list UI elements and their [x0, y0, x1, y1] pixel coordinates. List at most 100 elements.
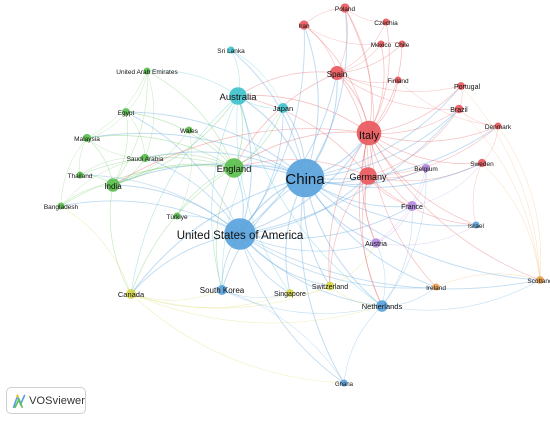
- node-uae[interactable]: [143, 67, 151, 75]
- edge-sweden-israel: [472, 162, 483, 226]
- node-turkiye[interactable]: [173, 212, 181, 220]
- edge-usa-bangladesh: [60, 200, 241, 235]
- node-saudi[interactable]: [140, 153, 150, 163]
- node-ireland[interactable]: [432, 283, 440, 291]
- label-iran: Iran: [298, 23, 310, 30]
- edge-england-southkorea: [215, 167, 235, 291]
- edge-germany-switzerland: [329, 175, 369, 287]
- edge-usa-brazil: [239, 108, 460, 235]
- node-austria[interactable]: [371, 238, 381, 248]
- node-denmark[interactable]: [494, 122, 502, 130]
- edge-italy-england: [233, 131, 370, 169]
- edge-spain-portugal: [336, 72, 462, 92]
- edge-finland-denmark: [397, 79, 499, 127]
- node-finland[interactable]: [394, 76, 402, 84]
- node-usa[interactable]: [224, 218, 256, 250]
- edge-italy-switzerland: [328, 132, 370, 287]
- node-southkorea[interactable]: [217, 285, 227, 295]
- node-czechia[interactable]: [382, 18, 390, 26]
- edge-italy-poland: [344, 7, 372, 134]
- edge-usa-india: [112, 184, 241, 235]
- node-israel[interactable]: [472, 221, 480, 229]
- node-sweden[interactable]: [477, 158, 487, 168]
- edge-austria-belgium: [375, 167, 427, 244]
- edge-layer: [60, 7, 541, 384]
- node-srilanka[interactable]: [227, 46, 235, 54]
- edge-southkorea-singapore: [221, 289, 291, 298]
- edge-malaysia-saudi: [86, 137, 146, 159]
- node-ghana[interactable]: [340, 379, 348, 387]
- label-spain: Spain: [327, 70, 347, 79]
- edge-canada-bangladesh: [60, 205, 132, 295]
- edge-italy-denmark: [368, 125, 499, 142]
- edge-spain-australia: [237, 71, 338, 97]
- label-usa: United States of America: [177, 230, 304, 242]
- edge-france-sweden: [411, 162, 483, 207]
- node-mexico[interactable]: [377, 40, 385, 48]
- edge-china-scotland: [304, 177, 541, 281]
- node-france[interactable]: [407, 201, 417, 211]
- edge-spain-iran: [303, 24, 338, 74]
- edge-china-malaysia: [86, 132, 306, 179]
- edge-india-wales: [112, 129, 190, 186]
- edge-england-bangladesh: [60, 165, 235, 207]
- label-saudi: Saudi Arabia: [127, 156, 164, 163]
- label-uae: United Arab Emirates: [116, 69, 178, 76]
- edge-england-uae: [146, 70, 235, 169]
- edge-scotland-brazil: [458, 108, 541, 281]
- edge-england-india: [112, 163, 235, 186]
- edge-italy-india: [112, 128, 370, 186]
- edge-usa-iran: [239, 24, 305, 235]
- node-bangladesh[interactable]: [57, 202, 65, 210]
- node-switzerland[interactable]: [325, 281, 335, 291]
- edge-england-malaysia: [86, 135, 235, 169]
- node-germany[interactable]: [359, 167, 377, 185]
- node-thailand[interactable]: [76, 171, 84, 179]
- edge-china-egypt: [125, 111, 306, 179]
- edge-australia-uae: [146, 70, 239, 97]
- edge-saudi-bangladesh: [60, 157, 146, 207]
- node-belgium[interactable]: [421, 163, 431, 173]
- edge-germany-sweden: [367, 162, 483, 182]
- edge-australia-singapore: [236, 95, 291, 294]
- edge-germany-israel: [367, 175, 477, 226]
- label-thailand: Thailand: [68, 173, 93, 180]
- node-egypt[interactable]: [122, 108, 130, 116]
- edge-italy-australia: [237, 95, 370, 134]
- node-portugal[interactable]: [457, 82, 465, 90]
- edge-india-australia: [112, 95, 239, 186]
- node-chile[interactable]: [398, 40, 406, 48]
- edge-germany-brazil: [367, 108, 460, 177]
- edge-china-brazil: [304, 108, 460, 179]
- node-england[interactable]: [224, 158, 244, 178]
- edge-canada-singapore: [130, 292, 291, 309]
- node-australia[interactable]: [229, 87, 247, 105]
- label-chile: Chile: [395, 42, 410, 49]
- node-india[interactable]: [106, 178, 120, 192]
- edge-usa-ghana: [239, 233, 345, 384]
- edge-germany-spain: [336, 72, 369, 177]
- edge-southkorea-netherlands: [221, 289, 383, 314]
- node-wales[interactable]: [185, 126, 193, 134]
- node-brazil[interactable]: [454, 104, 464, 114]
- label-denmark: Denmark: [485, 124, 512, 131]
- node-scotland[interactable]: [536, 276, 544, 284]
- edge-japan-southkorea: [221, 107, 284, 291]
- node-china[interactable]: [285, 158, 325, 198]
- node-malaysia[interactable]: [82, 133, 92, 143]
- node-iran[interactable]: [299, 20, 309, 30]
- node-netherlands[interactable]: [376, 300, 388, 312]
- node-italy[interactable]: [356, 120, 382, 146]
- label-netherlands: Netherlands: [362, 302, 403, 311]
- node-poland[interactable]: [340, 3, 350, 13]
- edge-germany-austria: [364, 175, 377, 244]
- label-australia: Australia: [220, 92, 258, 103]
- label-belgium: Belgium: [414, 166, 437, 173]
- node-canada[interactable]: [126, 289, 136, 299]
- node-japan[interactable]: [278, 103, 288, 113]
- label-canada: Canada: [118, 290, 145, 299]
- node-spain[interactable]: [330, 66, 344, 80]
- edge-ghana-southkorea: [221, 289, 345, 384]
- node-singapore[interactable]: [286, 289, 294, 297]
